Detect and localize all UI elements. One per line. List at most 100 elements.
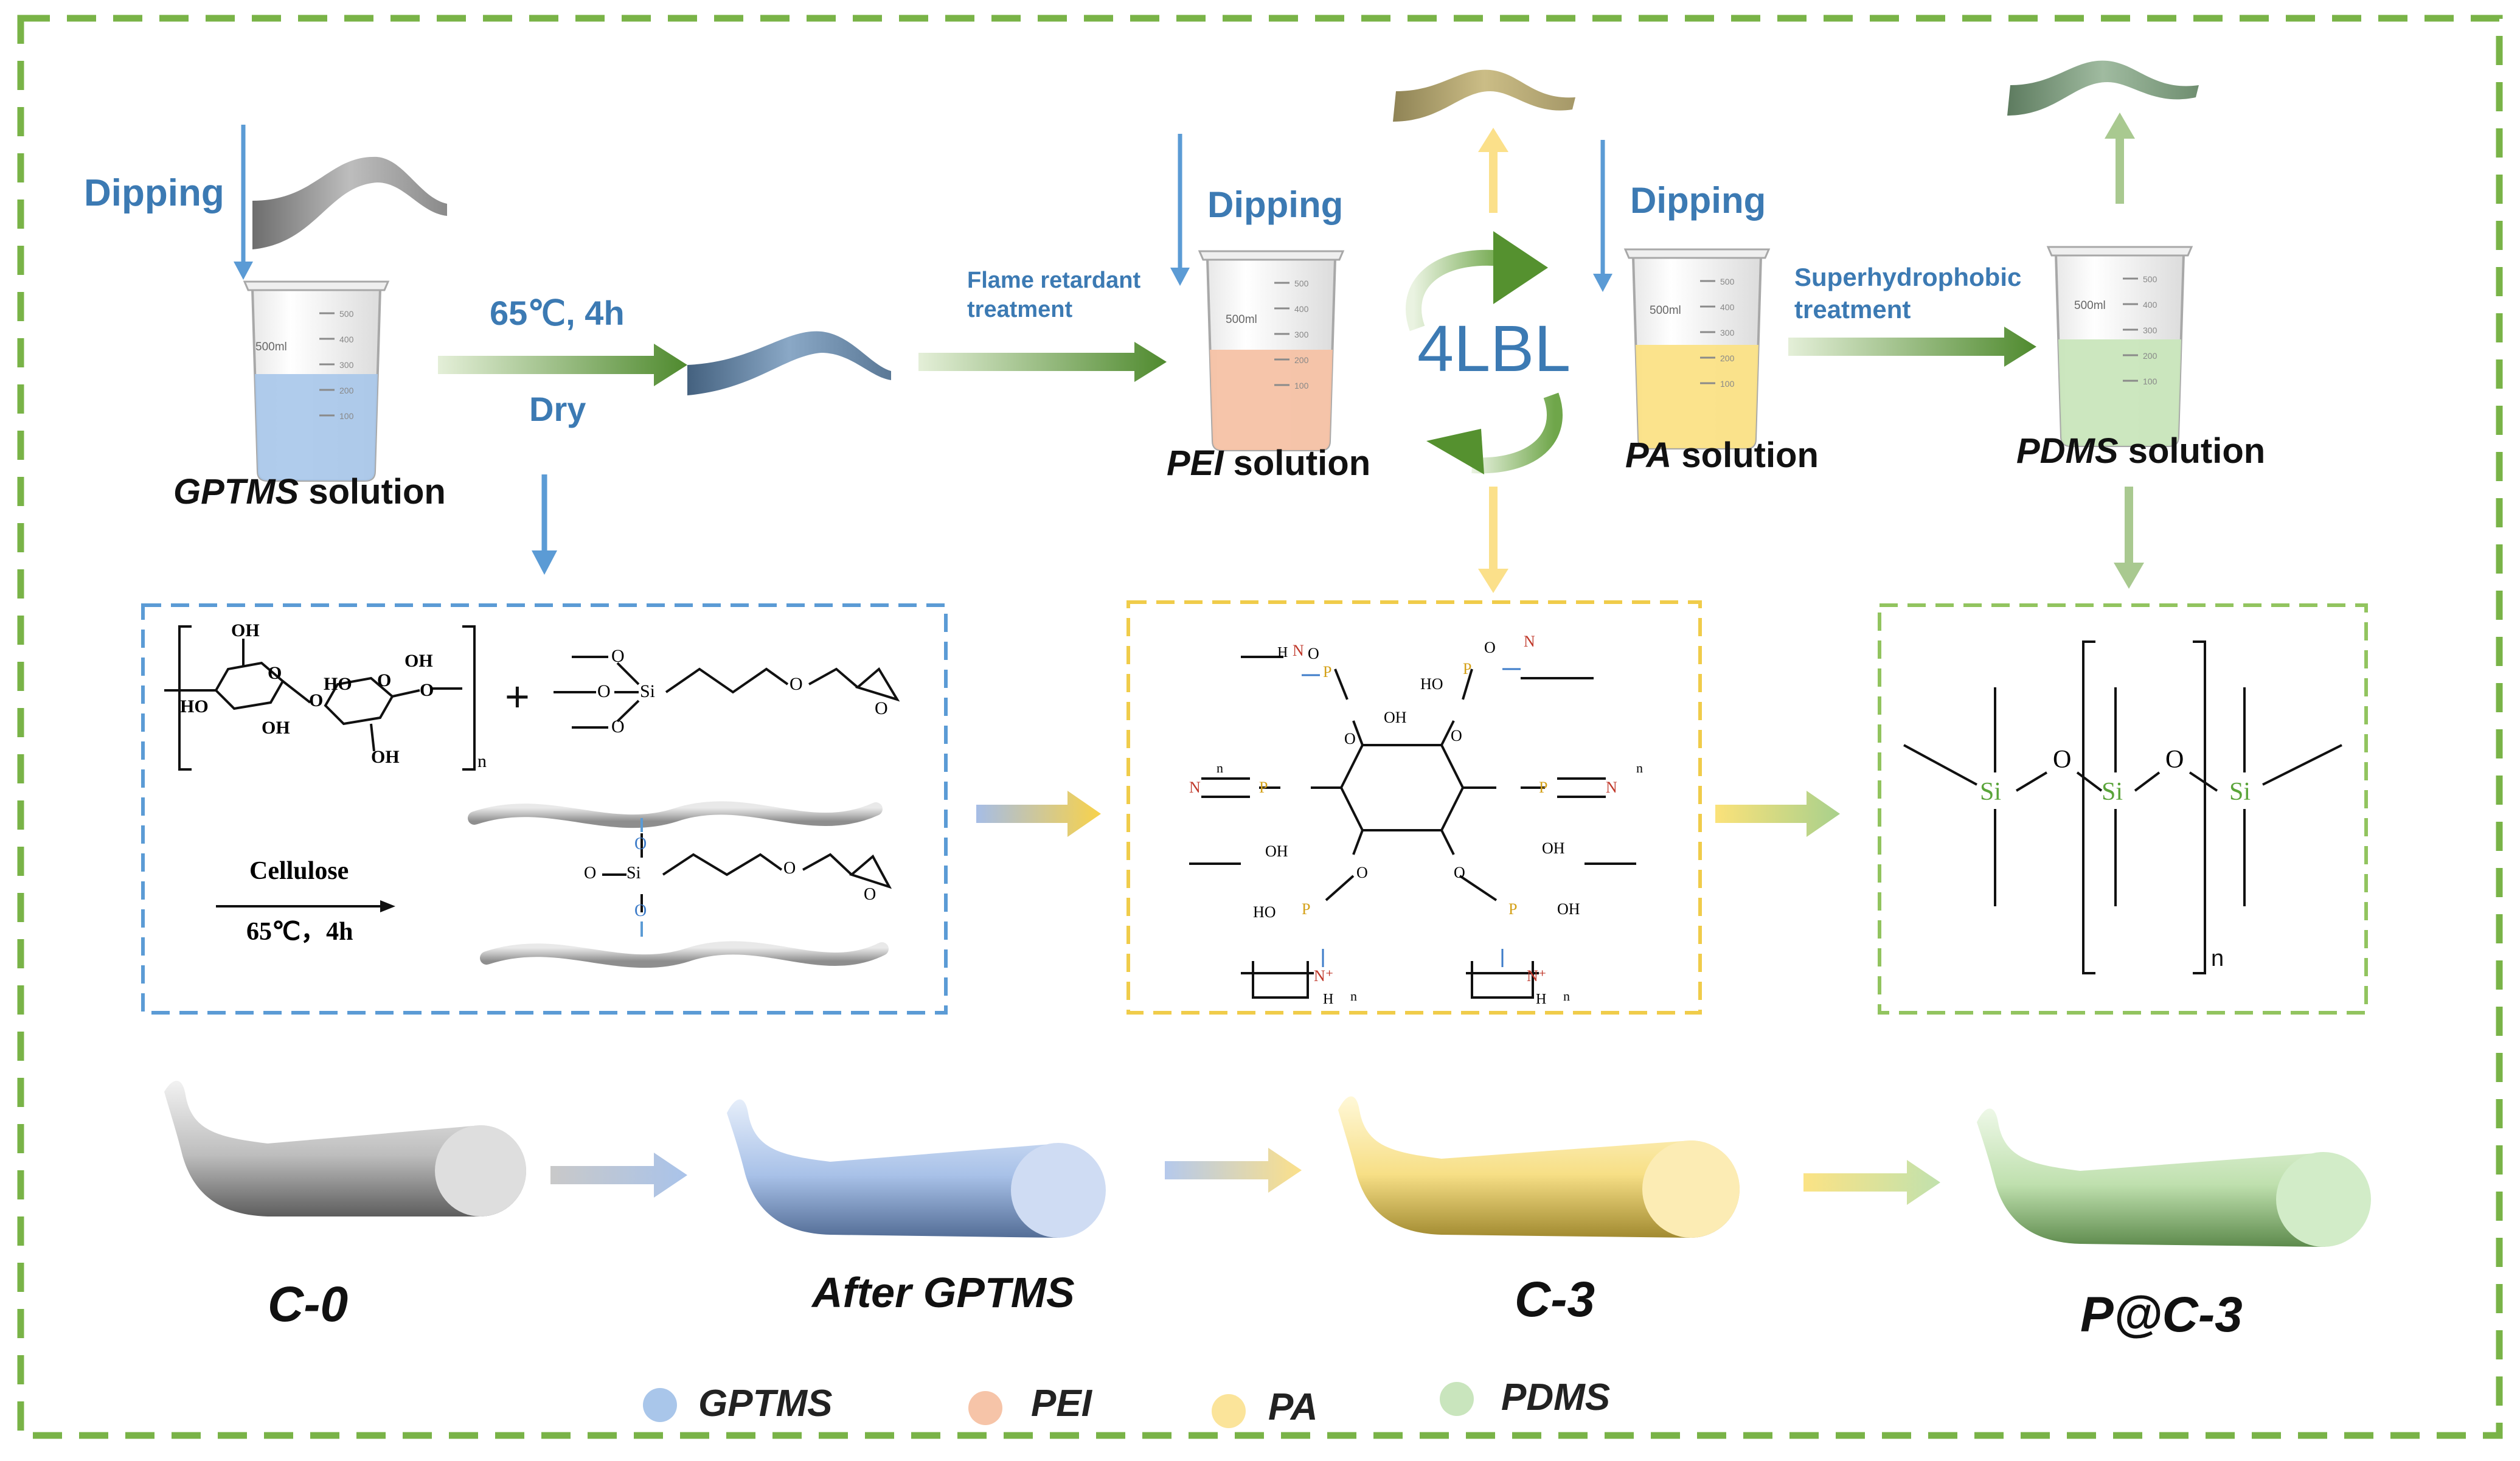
o-ring-2: O — [377, 670, 392, 690]
arrow-superhydrophobic — [1788, 327, 2036, 367]
gptms-o-ether: O — [790, 674, 803, 694]
o-link: O — [309, 690, 324, 710]
condition-label: 65℃, 4h — [490, 294, 625, 332]
pdms-o-2: O — [2165, 746, 2184, 774]
fiber-label-after-gptms: After GPTMS — [812, 1269, 1075, 1316]
legend-label-pei: PEI — [1031, 1383, 1092, 1425]
pa-p-5: P — [1302, 900, 1311, 918]
fabric-sheet-tan — [1393, 69, 1575, 122]
pa-n-4: N — [1606, 779, 1617, 796]
pa-oh-2: OH — [1265, 842, 1288, 860]
pa-p-6: P — [1508, 900, 1518, 918]
o-ring-1: O — [268, 663, 282, 683]
pa-n-3: N — [1189, 779, 1201, 796]
beaker-mark-label: 500 — [1720, 277, 1735, 286]
pa-ho-1: HO — [1420, 675, 1443, 693]
beaker-mark-label: 300 — [1720, 328, 1735, 338]
pa-subn-2: n — [1563, 988, 1570, 1004]
legend-dot-pdms — [1440, 1382, 1474, 1416]
pa-box — [1126, 600, 1702, 1015]
beaker-volume-4: 500ml — [2074, 299, 2106, 312]
arrow-fiber-2 — [1165, 1148, 1302, 1193]
pdms-solution-rest: solution — [2118, 431, 2266, 471]
legend-label-pa: PA — [1268, 1386, 1318, 1428]
flame-retardant-line1: Flame retardant — [967, 268, 1141, 293]
pa-n-1: N — [1293, 642, 1304, 659]
beaker-mark-label: 200 — [1294, 355, 1309, 365]
cellulose-chain-top — [468, 801, 883, 828]
fiber-label-c0: C-0 — [268, 1277, 349, 1332]
pa-nplus-1: N⁺ — [1314, 967, 1334, 985]
pa-h-3: H — [1277, 645, 1288, 661]
dipping-label-1: Dipping — [84, 172, 224, 214]
arrow-flame-retardant — [918, 342, 1167, 382]
beaker-pdms — [2047, 246, 2193, 447]
legend-dot-pa — [1212, 1394, 1246, 1428]
fabric-sheet-green — [2007, 60, 2199, 116]
pa-p-2: P — [1463, 660, 1472, 678]
beaker-volume-1: 500ml — [255, 341, 287, 353]
gptms-structure — [554, 656, 900, 729]
pdms-si-3: Si — [2229, 778, 2251, 806]
beaker-volume-2: 500ml — [1226, 313, 1257, 326]
pa-o-5: O — [1308, 645, 1319, 662]
cycle-label: 4LBL — [1417, 311, 1571, 385]
dry-label: Dry — [529, 390, 586, 428]
gptms-solution-rest: solution — [299, 472, 446, 512]
beaker-gptms — [243, 280, 389, 482]
gptms-o-epoxy: O — [875, 698, 888, 718]
gptms-solution-italic: GPTMS — [173, 472, 299, 512]
oh-3: OH — [404, 651, 433, 671]
superhydrophobic-line1: Superhydrophobic — [1794, 263, 2022, 291]
oh-1: OH — [231, 620, 260, 640]
beaker-mark-label: 300 — [2143, 325, 2157, 335]
pa-o-2: O — [1451, 727, 1462, 744]
beaker-mark-label: 200 — [2143, 351, 2157, 361]
graft-o-bottom: O — [634, 901, 647, 920]
beaker-mark-label: 300 — [339, 360, 354, 370]
cycle-arrow-top — [1406, 249, 1504, 331]
pdms-si-1: Si — [1980, 778, 2002, 806]
fiber-c0 — [164, 1080, 526, 1216]
cellulose-chain-bottom — [480, 941, 889, 968]
phytic-acid-structure — [1189, 656, 1636, 999]
beaker-mark-label: 500 — [1294, 279, 1309, 288]
beaker-mark-label: 200 — [1720, 353, 1735, 363]
pa-subn-4: n — [1636, 760, 1643, 776]
fiber-after-gptms — [727, 1099, 1106, 1238]
plus-sign: + — [505, 673, 530, 720]
superhydrophobic-line2: treatment — [1794, 295, 1911, 324]
pa-p-3: P — [1259, 779, 1268, 796]
ho-2: HO — [324, 674, 352, 694]
graft-o-epoxy: O — [864, 885, 876, 904]
pa-p-4: P — [1539, 779, 1548, 796]
oh-2: OH — [262, 718, 290, 738]
arrow-box2-to-box3 — [1715, 791, 1840, 837]
reaction-box — [141, 603, 948, 1015]
beaker-mark-label: 400 — [2143, 300, 2157, 310]
pa-ho-2: HO — [1253, 903, 1276, 921]
outer-frame — [17, 15, 2503, 1439]
beaker-mark-label: 300 — [1294, 330, 1309, 339]
gptms-o-3: O — [611, 717, 625, 737]
pdms-subscript-n: n — [2211, 946, 2224, 971]
pa-p-1: P — [1323, 663, 1332, 681]
beaker-volume-3: 500ml — [1650, 304, 1681, 317]
dipping-label-2: Dipping — [1207, 184, 1344, 225]
ho-1: HO — [180, 696, 209, 717]
pei-solution-label: PEI solution — [1167, 443, 1370, 484]
pa-h-2: H — [1536, 991, 1547, 1007]
reaction-line1: Cellulose — [249, 857, 349, 885]
o-end: O — [420, 680, 434, 700]
beaker-pa — [1624, 248, 1770, 449]
arrow-box1-to-box2 — [976, 791, 1101, 837]
pa-oh-4: OH — [1557, 900, 1580, 918]
fiber-pc3 — [1977, 1108, 2371, 1247]
pa-subn-1: n — [1350, 988, 1357, 1004]
pa-o-4: O — [1454, 864, 1465, 881]
pdms-solution-italic: PDMS — [2016, 431, 2119, 471]
gptms-solution-label: GPTMS solution — [173, 471, 446, 512]
beaker-mark-label: 100 — [339, 411, 354, 421]
graft-si: Si — [627, 864, 641, 883]
